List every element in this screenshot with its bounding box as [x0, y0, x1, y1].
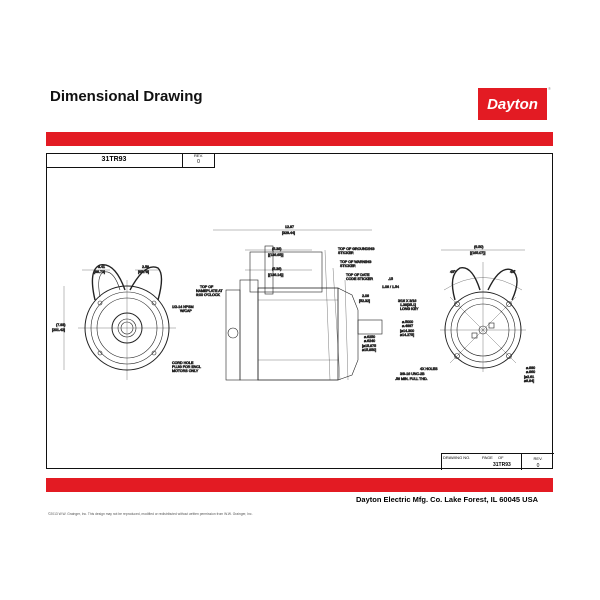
title-block-rev-label: REV.	[533, 456, 543, 461]
dim-206-mm: [52.32]	[359, 299, 370, 303]
bc-dia-4: ⌀8.84]	[524, 379, 534, 383]
warning-note-1: TOP OF WARNING	[340, 260, 372, 264]
title-block: DRAWING NO. PAGE OF 31TR93 REV. 0	[441, 453, 554, 470]
rev-cell: REV. 0	[183, 153, 215, 168]
title-block-rev-cell: REV. 0	[522, 454, 554, 470]
dim-left-h: (7.93)	[56, 323, 65, 327]
npsm-note-1: 1/2-14 NPSM	[172, 305, 194, 309]
dim-right-w-mm: [(165.07)]	[470, 251, 485, 255]
shaft-dia-3: [⌀15.875	[362, 344, 376, 348]
left-end-view	[63, 264, 176, 380]
pilot-dia-1: ⌀.5000	[402, 320, 413, 324]
grounding-note-2: STICKER	[338, 251, 354, 255]
angle-left: 45°	[450, 270, 456, 274]
date-note-1: TOP OF DATE	[346, 273, 370, 277]
dim-left-w2: 2.58	[142, 265, 149, 269]
dim-015-frac: 1.06 / 1.54	[382, 285, 399, 289]
page-title: Dimensional Drawing	[50, 88, 203, 105]
of-label: OF	[498, 455, 504, 460]
shaft-dia-1: ⌀.6250	[364, 335, 375, 339]
company-address: Dayton Electric Mfg. Co. Lake Forest, IL…	[356, 495, 538, 504]
dim-015: .15	[388, 277, 393, 281]
dim-overall: 12.87	[285, 225, 294, 229]
key-note-1: 3/16 X 3/16	[398, 299, 416, 303]
dim-538: (5.38)	[272, 247, 281, 251]
drawing-no-label: DRAWING NO.	[443, 455, 471, 460]
npsm-note-2: W/CAP	[180, 309, 192, 313]
warning-note-2: STICKER	[340, 264, 356, 268]
dim-206: 2.06	[362, 294, 369, 298]
side-view	[213, 229, 383, 381]
cord-hole-note-3: MOTORS ONLY	[172, 369, 199, 373]
dayton-logo: Dayton	[478, 88, 547, 120]
title-block-rev-value: 0	[536, 463, 540, 469]
cord-hole-note-2: PLUG FOR ENCL	[172, 365, 201, 369]
date-note-2: CODE STICKER	[346, 277, 373, 281]
dim-overall-mm: [329.44]	[282, 231, 295, 235]
drawing-number-cell: 31TR93	[46, 153, 183, 168]
dim-left-w1: 3.41	[98, 265, 105, 269]
rev-value: 0	[197, 159, 200, 165]
bc-dia-1: ⌀.890	[526, 366, 535, 370]
dim-left-w1-mm: [86.73]	[94, 270, 105, 274]
registered-mark: ®	[548, 86, 551, 91]
cord-hole-note-1: CORD HOLE	[172, 361, 194, 365]
nameplate-note-3: 9:00 O'CLOCK	[196, 293, 220, 297]
drawing-frame	[46, 153, 553, 469]
holes-note-2: 3/8-16 UNC-2B	[400, 372, 425, 376]
dim-left-w2-mm: [65.78]	[138, 270, 149, 274]
nameplate-note-2: NAMEPLATE AT	[196, 289, 223, 293]
right-end-view	[440, 249, 526, 372]
drawing-no-cell: DRAWING NO. PAGE OF 31TR93	[442, 454, 522, 470]
angle-right: 45°	[510, 270, 516, 274]
shaft-dia-4: ⌀15.850]	[362, 348, 376, 352]
copyright-notice: ©2013 W.W. Grainger, Inc. This design ma…	[48, 512, 253, 516]
grounding-note-1: TOP OF GROUNDING	[338, 247, 375, 251]
pilot-dia-2: ⌀.4997	[402, 324, 413, 328]
rev-label: REV.	[194, 153, 203, 158]
top-red-bar	[46, 132, 553, 146]
pilot-dia-4: ⌀14.275]	[400, 333, 414, 337]
nameplate-note-1: TOP OF	[200, 285, 214, 289]
dim-536: (5.36)	[272, 267, 281, 271]
dim-538-mm: [(136.65)]	[268, 253, 283, 257]
key-note-3: LONG KEY	[400, 307, 419, 311]
page-label: PAGE	[482, 455, 493, 460]
bottom-red-bar	[46, 478, 553, 492]
holes-note-1: 4X HOLES	[420, 367, 438, 371]
pilot-dia-3: [⌀14.300	[400, 329, 414, 333]
bc-dia-2: ⌀.860	[526, 370, 535, 374]
bc-dia-3: [⌀2.61	[524, 375, 534, 379]
dim-536-mm: [(136.14)]	[268, 273, 283, 277]
dim-left-h-mm: [201.42]	[52, 328, 65, 332]
holes-note-3: .56 MIN. FULL THD.	[395, 377, 428, 381]
shaft-dia-2: ⌀.6240	[364, 339, 375, 343]
drawing-no-value: 31TR93	[493, 462, 511, 468]
key-note-2: 1.38[35.1]	[400, 303, 416, 307]
dim-right-w: (6.50)	[474, 245, 483, 249]
